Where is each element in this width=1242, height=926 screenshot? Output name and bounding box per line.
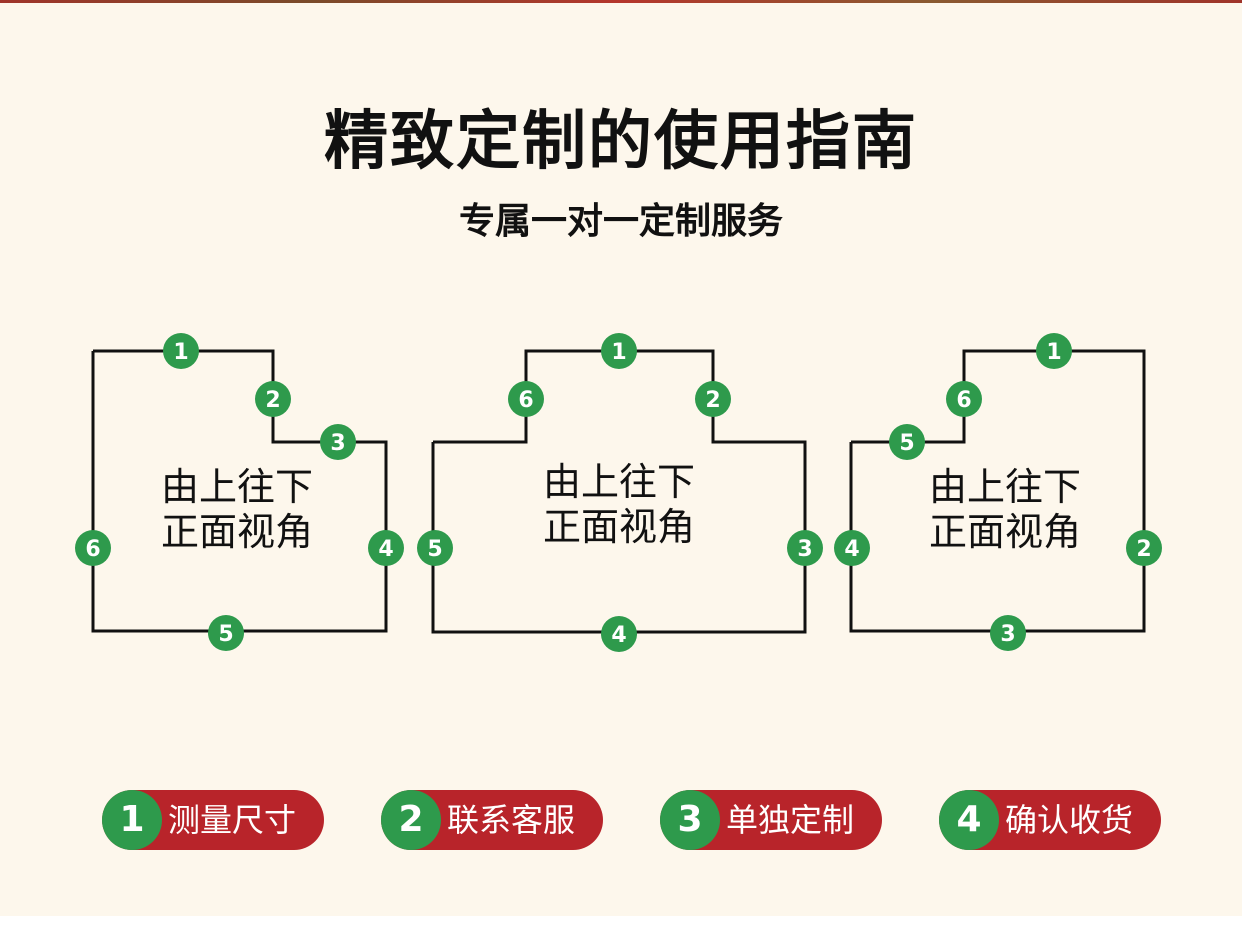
diagram-3: 由上往下 正面视角 1 2 3 4 5	[834, 333, 1162, 651]
step-label: 单独定制	[726, 801, 855, 839]
diagram-2-marker-4: 4	[601, 616, 637, 652]
diagram-1-marker-1: 1	[163, 333, 199, 369]
marker-number: 6	[85, 537, 100, 562]
diagram-1: 由上往下 正面视角 1 2 3 4 5	[75, 333, 404, 651]
diagram-2-marker-3: 3	[787, 530, 823, 566]
marker-number: 4	[844, 537, 859, 562]
step-measure: 1 测量尺寸	[102, 790, 324, 850]
diagram-1-marker-4: 4	[368, 530, 404, 566]
diagram-3-marker-2: 2	[1126, 530, 1162, 566]
step-label: 确认收货	[1005, 801, 1134, 839]
diagram-3-text-line1: 由上往下	[929, 465, 1081, 509]
page-title: 精致定制的使用指南	[324, 105, 918, 179]
marker-number: 2	[265, 388, 280, 413]
step-number: 3	[660, 790, 720, 850]
diagram-3-marker-1: 1	[1036, 333, 1072, 369]
marker-number: 5	[427, 537, 442, 562]
marker-number: 6	[518, 388, 533, 413]
diagram-2-marker-6: 6	[508, 381, 544, 417]
diagram-1-text-line2: 正面视角	[161, 510, 313, 554]
marker-number: 3	[1000, 622, 1015, 647]
marker-number: 1	[611, 340, 626, 365]
marker-number: 3	[797, 537, 812, 562]
diagram-3-marker-4: 4	[834, 530, 870, 566]
step-label: 测量尺寸	[168, 801, 297, 839]
marker-number: 2	[1136, 537, 1151, 562]
step-custom-make: 3 单独定制	[660, 790, 882, 850]
diagram-2-text-line1: 由上往下	[543, 460, 695, 504]
marker-number: 5	[899, 431, 914, 456]
diagram-2: 由上往下 正面视角 1 2 3 4 5	[417, 333, 823, 652]
marker-number: 4	[611, 623, 626, 648]
marker-number: 1	[1046, 340, 1061, 365]
marker-number: 3	[330, 431, 345, 456]
diagram-2-marker-2: 2	[695, 381, 731, 417]
diagram-3-text-line2: 正面视角	[929, 510, 1081, 554]
top-decorative-strip	[0, 0, 1242, 3]
step-number: 1	[102, 790, 162, 850]
marker-number: 2	[705, 388, 720, 413]
page-subtitle: 专属一对一定制服务	[458, 201, 783, 242]
diagram-2-marker-1: 1	[601, 333, 637, 369]
marker-number: 6	[956, 388, 971, 413]
diagram-1-text-line1: 由上往下	[161, 465, 313, 509]
step-number: 4	[939, 790, 999, 850]
marker-number: 1	[173, 340, 188, 365]
diagram-1-marker-5: 5	[208, 615, 244, 651]
diagram-3-outline	[849, 349, 1146, 633]
diagram-1-outline	[91, 349, 388, 633]
diagram-3-marker-3: 3	[990, 615, 1026, 651]
step-label: 联系客服	[447, 801, 576, 839]
marker-number: 5	[218, 622, 233, 647]
diagram-3-marker-6: 6	[946, 381, 982, 417]
step-contact-service: 2 联系客服	[381, 790, 603, 850]
diagram-2-text-line2: 正面视角	[543, 505, 695, 549]
step-number: 2	[381, 790, 441, 850]
diagram-1-marker-2: 2	[255, 381, 291, 417]
diagram-1-marker-6: 6	[75, 530, 111, 566]
diagram-3-marker-5: 5	[889, 424, 925, 460]
step-confirm-receipt: 4 确认收货	[939, 790, 1161, 850]
diagram-1-marker-3: 3	[320, 424, 356, 460]
diagram-2-marker-5: 5	[417, 530, 453, 566]
marker-number: 4	[378, 537, 393, 562]
